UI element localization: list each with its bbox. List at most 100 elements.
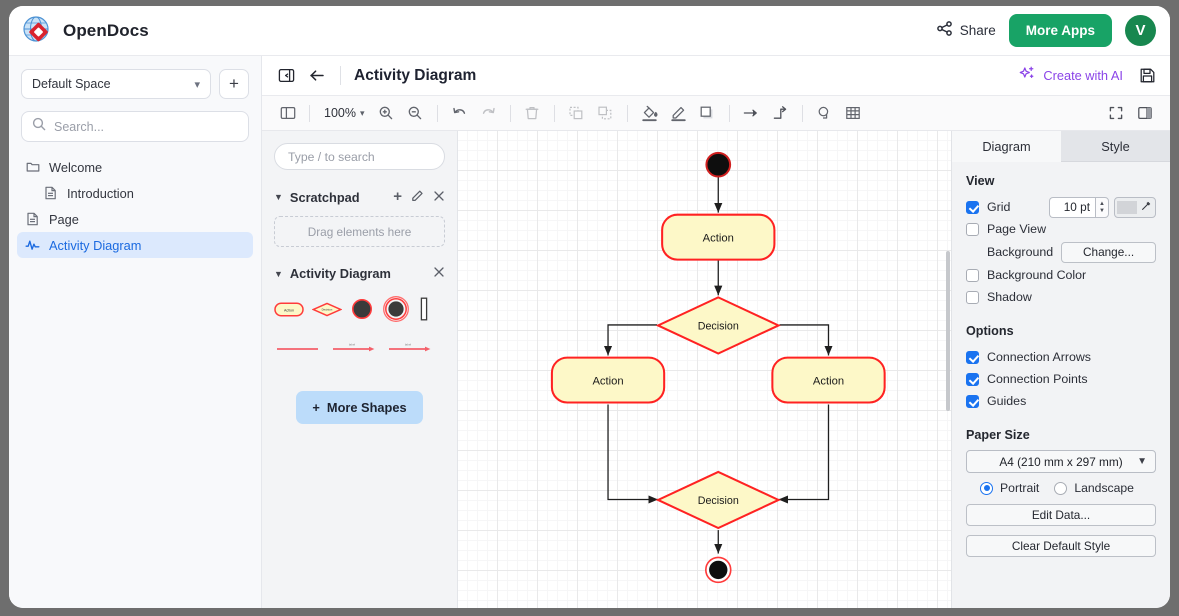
save-disk-icon[interactable]: [1139, 67, 1156, 84]
elbow-connector-icon[interactable]: [766, 101, 795, 126]
guides-checkbox[interactable]: [966, 394, 979, 408]
pencil-icon[interactable]: [411, 189, 424, 205]
plain-connector-shape[interactable]: [276, 340, 321, 359]
shape-library-header: ▼ Activity Diagram: [274, 266, 445, 281]
background-change-button[interactable]: Change...: [1061, 241, 1156, 263]
scratchpad-title: Scratchpad: [289, 189, 360, 205]
space-selector[interactable]: Default Space ▾: [21, 69, 211, 99]
bring-front-icon[interactable]: [562, 101, 591, 126]
fullscreen-icon[interactable]: [1101, 101, 1130, 126]
waypoints-icon[interactable]: [810, 101, 839, 126]
svg-text:Action: Action: [284, 308, 294, 312]
node-action-2[interactable]: Action: [550, 356, 666, 404]
tab-style[interactable]: Style: [1061, 131, 1170, 162]
sidebar-item-activity-diagram[interactable]: Activity Diagram: [17, 232, 253, 258]
arrow-left-icon[interactable]: [308, 67, 327, 84]
plus-icon[interactable]: +: [393, 188, 402, 205]
left-panel-toggle-icon[interactable]: [278, 67, 295, 84]
delete-trash-icon[interactable]: [518, 101, 547, 126]
grid-size-stepper[interactable]: ▲▼: [1095, 196, 1109, 218]
fill-color-icon[interactable]: [635, 101, 664, 126]
node-initial[interactable]: [705, 151, 732, 178]
toolbar: 100% ▾: [262, 96, 1170, 131]
connection-arrows-checkbox[interactable]: [966, 350, 979, 364]
zoom-level: 100%: [324, 106, 356, 120]
close-icon[interactable]: [433, 190, 445, 205]
right-panel-toggle-icon[interactable]: [1130, 101, 1159, 126]
panel-toggle-icon[interactable]: [273, 101, 302, 126]
sidebar-item-introduction[interactable]: Introduction: [17, 180, 253, 206]
scratchpad-dropzone[interactable]: Drag elements here: [274, 216, 445, 247]
portrait-radio[interactable]: [980, 481, 994, 495]
table-icon[interactable]: [839, 101, 868, 126]
shadow-label: Shadow: [987, 290, 1032, 304]
share-icon: [936, 20, 953, 42]
node-decision-1[interactable]: Decision: [655, 296, 781, 355]
clear-default-style-button[interactable]: Clear Default Style: [966, 535, 1156, 557]
eyedropper-icon: [1141, 200, 1152, 214]
svg-text:Action: Action: [592, 376, 623, 388]
node-final[interactable]: [705, 556, 732, 584]
decision-diamond-shape[interactable]: Decision: [311, 300, 343, 324]
page-view-checkbox[interactable]: [966, 222, 979, 236]
avatar[interactable]: V: [1125, 15, 1156, 46]
send-back-icon[interactable]: [591, 101, 620, 126]
grid-size-input[interactable]: 10 pt: [1049, 196, 1095, 218]
background-color-label: Background Color: [987, 268, 1087, 282]
create-with-ai-button[interactable]: Create with AI: [1019, 65, 1123, 87]
final-node-shape[interactable]: [382, 295, 410, 328]
shape-search-input[interactable]: Type / to search: [274, 143, 445, 170]
right-panel: Diagram Style View Grid 10 pt ▲▼: [951, 131, 1170, 608]
grid-checkbox[interactable]: [966, 200, 979, 214]
search-box[interactable]: [21, 111, 249, 142]
guides-label: Guides: [987, 394, 1027, 408]
caret-down-icon[interactable]: ▼: [274, 268, 283, 279]
folder-icon: [25, 160, 40, 174]
initial-node-shape[interactable]: [350, 297, 374, 326]
node-decision-2[interactable]: Decision: [655, 470, 781, 530]
app-header: OpenDocs Share More Apps V: [9, 6, 1170, 56]
diagram-canvas[interactable]: Action Decision Action Action: [458, 131, 951, 608]
canvas-scrollbar[interactable]: [946, 251, 950, 411]
sidebar-item-welcome[interactable]: Welcome: [17, 154, 253, 180]
tab-diagram[interactable]: Diagram: [952, 131, 1061, 162]
close-icon[interactable]: [433, 266, 445, 281]
action-rounded-rect-shape[interactable]: Action: [274, 300, 304, 324]
add-space-button[interactable]: +: [219, 69, 249, 99]
zoom-out-icon[interactable]: [401, 101, 430, 126]
view-group-title: View: [966, 174, 995, 188]
landscape-radio[interactable]: [1054, 481, 1068, 495]
divider: [340, 66, 341, 85]
edge-right-action-to-decision2: [778, 404, 830, 504]
grid-color-picker[interactable]: [1114, 196, 1156, 218]
shadow-icon[interactable]: [693, 101, 722, 126]
undo-icon[interactable]: [445, 101, 474, 126]
more-apps-button[interactable]: More Apps: [1008, 14, 1112, 47]
edit-data-button[interactable]: Edit Data...: [966, 504, 1156, 526]
zoom-control[interactable]: 100% ▾: [317, 106, 372, 120]
space-row: Default Space ▾ +: [9, 56, 261, 107]
create-with-ai-label: Create with AI: [1043, 68, 1123, 83]
redo-icon[interactable]: [474, 101, 503, 126]
background-color-checkbox[interactable]: [966, 268, 979, 282]
node-action-3[interactable]: Action: [771, 356, 886, 404]
shadow-checkbox[interactable]: [966, 290, 979, 304]
share-button[interactable]: Share: [936, 20, 996, 42]
line-color-icon[interactable]: [664, 101, 693, 126]
plus-icon: +: [312, 400, 320, 415]
zoom-in-icon[interactable]: [372, 101, 401, 126]
more-shapes-button[interactable]: + More Shapes: [296, 391, 423, 424]
paper-size-select[interactable]: A4 (210 mm x 297 mm) ▼: [966, 450, 1156, 473]
app-window: OpenDocs Share More Apps V Default Space: [9, 6, 1170, 608]
labeled-connector-shape[interactable]: label: [332, 340, 377, 359]
arrow-connector-shape[interactable]: label: [388, 340, 433, 359]
search-input[interactable]: [54, 119, 238, 134]
guides-row: Guides: [966, 390, 1156, 412]
node-action-1[interactable]: Action: [661, 213, 776, 261]
straight-connector-icon[interactable]: [737, 101, 766, 126]
sidebar-item-page[interactable]: Page: [17, 206, 253, 232]
connection-points-checkbox[interactable]: [966, 372, 979, 386]
caret-down-icon[interactable]: ▼: [274, 192, 283, 202]
sidebar-item-label: Welcome: [49, 159, 103, 175]
vertical-bar-shape[interactable]: [418, 296, 430, 327]
